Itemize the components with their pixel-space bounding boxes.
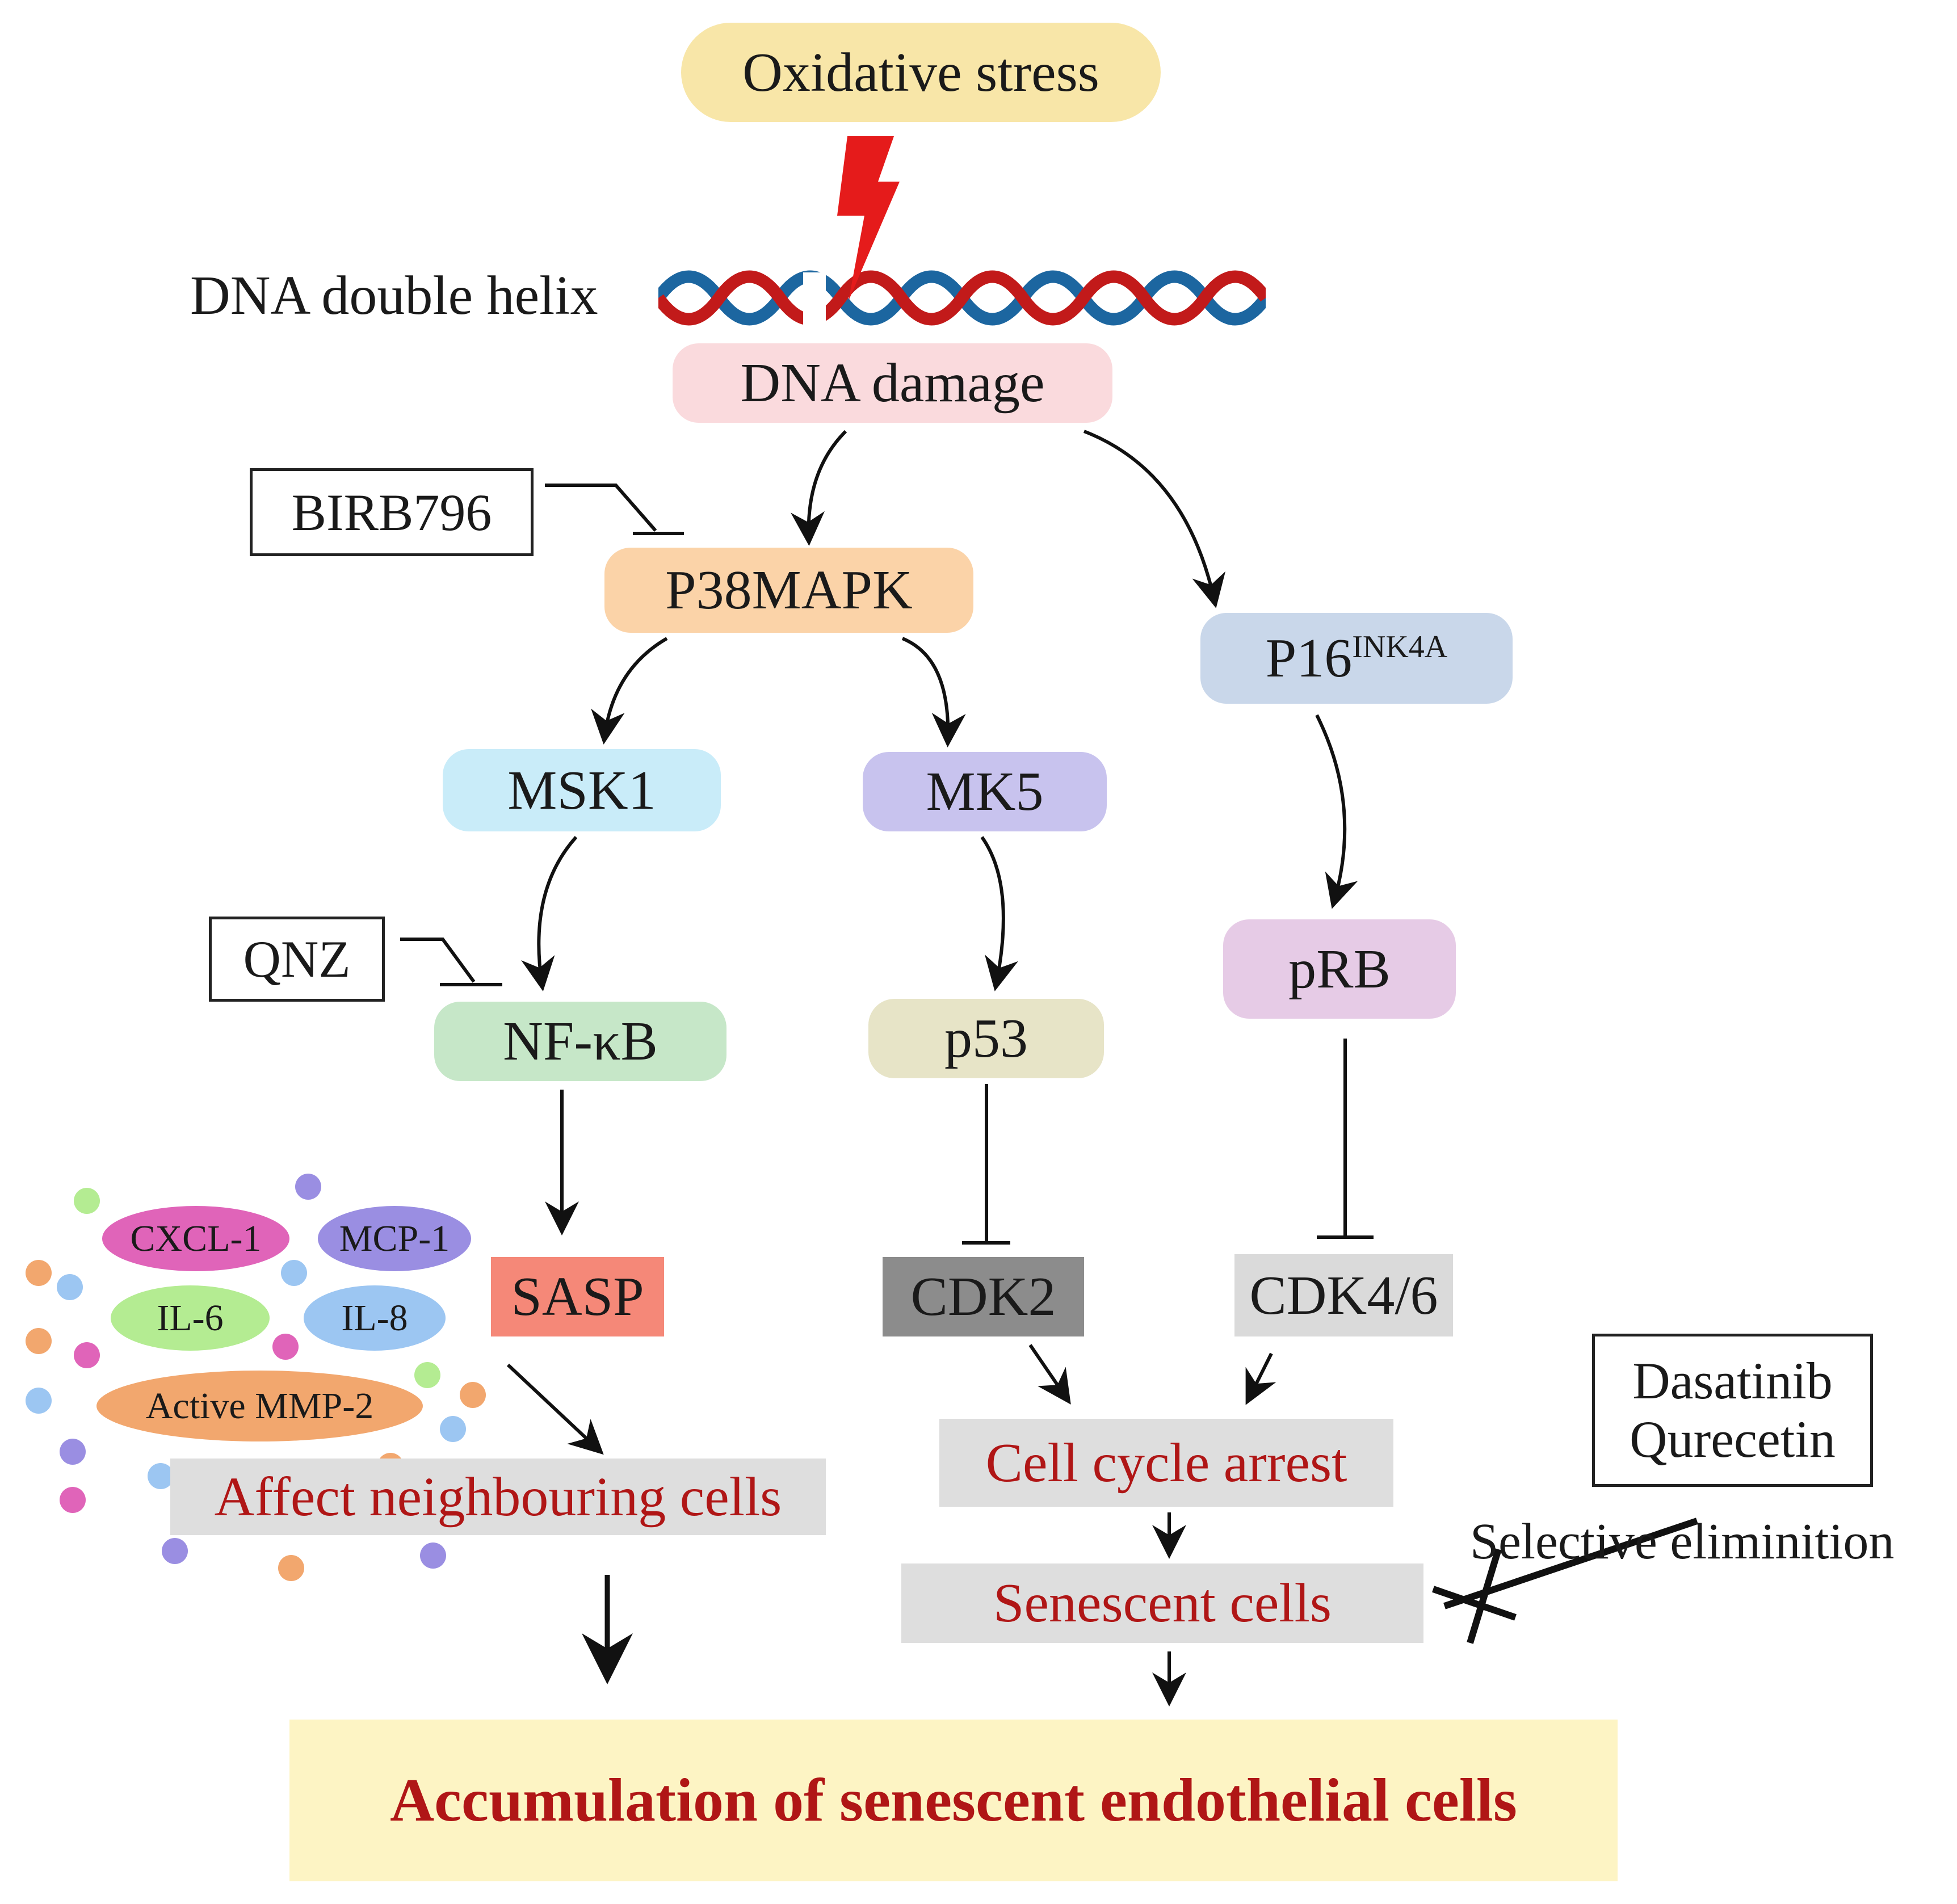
cxcl1-label: CXCL-1 xyxy=(130,1217,262,1259)
mcp1-label: MCP-1 xyxy=(339,1217,450,1259)
nfkb-label: NF-κB xyxy=(503,1011,658,1072)
il6-label: IL-6 xyxy=(157,1297,224,1339)
qnz-inhibitor-box: QNZ xyxy=(209,917,385,1002)
il6-ellipse: IL-6 xyxy=(111,1285,270,1351)
accumulation-node: Accumulation of senescent endothelial ce… xyxy=(289,1720,1618,1881)
cxcl1-ellipse: CXCL-1 xyxy=(102,1206,289,1271)
cell-cycle-arrest-node: Cell cycle arrest xyxy=(939,1419,1393,1507)
inhibit-qnz-to-nfkb xyxy=(400,938,476,983)
secreted-factor-dot xyxy=(148,1463,174,1489)
accumulation-label: Accumulation of senescent endothelial ce… xyxy=(390,1766,1517,1834)
secreted-factor-dot xyxy=(295,1174,321,1200)
secreted-factor-dot xyxy=(272,1334,299,1360)
secreted-factor-dot xyxy=(26,1388,52,1414)
affect-neighbouring-cells-label: Affect neighbouring cells xyxy=(214,1466,782,1528)
il8-ellipse: IL-8 xyxy=(304,1285,446,1351)
sasp-label: SASP xyxy=(511,1266,644,1327)
arrow-msk1-to-nfkb xyxy=(521,836,578,991)
senescent-cells-label: Senescent cells xyxy=(993,1573,1332,1634)
dna-damage-label: DNA damage xyxy=(740,352,1045,414)
secreted-factor-dot xyxy=(420,1542,446,1569)
p16-superscript: INK4A xyxy=(1352,629,1448,665)
oxidative-stress-node: Oxidative stress xyxy=(681,23,1161,122)
secreted-factor-dot xyxy=(60,1487,86,1513)
arrow-cdk46-to-arrest xyxy=(1245,1352,1276,1405)
arrow-p38mapk-to-msk1 xyxy=(591,637,668,745)
p16-label: P16INK4A xyxy=(1266,627,1448,690)
dna-damage-node: DNA damage xyxy=(673,343,1112,423)
cdk46-label: CDK4/6 xyxy=(1249,1264,1438,1326)
qnz-label: QNZ xyxy=(243,930,351,988)
mcp1-ellipse: MCP-1 xyxy=(318,1206,471,1271)
dna-break xyxy=(803,272,826,326)
affect-neighbouring-cells-node: Affect neighbouring cells xyxy=(170,1459,826,1535)
secreted-factor-dot xyxy=(74,1188,100,1214)
secreted-factor-dot xyxy=(281,1260,307,1286)
mmp2-label: Active MMP-2 xyxy=(145,1385,374,1427)
prb-label: pRB xyxy=(1288,938,1391,1000)
secreted-factor-dot xyxy=(26,1260,52,1286)
il8-label: IL-8 xyxy=(341,1297,408,1339)
arrow-p16-to-prb xyxy=(1315,714,1358,909)
oxidative-stress-label: Oxidative stress xyxy=(742,41,1099,103)
lightning-bolt-icon xyxy=(837,136,900,301)
qurecetin-label: Qurecetin xyxy=(1630,1410,1836,1468)
cdk2-label: CDK2 xyxy=(910,1266,1056,1327)
arrow-dna-damage-to-p16 xyxy=(1083,430,1226,608)
dna-helix-icon xyxy=(658,270,1266,326)
selective-elimination-label: Selective eliminition xyxy=(1470,1514,1895,1570)
msk1-label: MSK1 xyxy=(507,759,656,821)
secreted-factor-dot xyxy=(440,1416,466,1442)
prb-node: pRB xyxy=(1223,919,1456,1019)
arrow-p38mapk-to-mk5 xyxy=(901,637,966,747)
mk5-label: MK5 xyxy=(926,761,1044,822)
p16-main-text: P16 xyxy=(1265,628,1353,689)
cell-cycle-arrest-label: Cell cycle arrest xyxy=(985,1432,1347,1494)
secreted-factor-dot xyxy=(57,1274,83,1300)
secreted-factor-dot xyxy=(60,1439,86,1465)
secreted-factor-dot xyxy=(460,1382,486,1408)
p38mapk-label: P38MAPK xyxy=(665,560,913,621)
msk1-node: MSK1 xyxy=(443,749,721,831)
p53-node: p53 xyxy=(868,999,1104,1078)
secreted-factor-dot xyxy=(26,1328,52,1354)
senolytic-drugs-box: Dasatinib Qurecetin xyxy=(1592,1334,1873,1487)
inhibit-birb796-to-p38mapk xyxy=(545,484,657,532)
sasp-node: SASP xyxy=(491,1257,664,1336)
secreted-factor-dot xyxy=(278,1555,304,1581)
arrow-dna-damage-to-p38mapk xyxy=(791,430,847,546)
birb796-label: BIRB796 xyxy=(291,483,492,541)
p53-label: p53 xyxy=(944,1008,1028,1069)
arrow-sasp-to-neighbouring xyxy=(506,1363,604,1455)
mk5-node: MK5 xyxy=(863,752,1107,831)
dasatinib-label: Dasatinib xyxy=(1632,1351,1833,1410)
secreted-factor-dot xyxy=(74,1342,100,1368)
senescent-cells-node: Senescent cells xyxy=(901,1563,1423,1643)
cdk2-node: CDK2 xyxy=(883,1257,1084,1336)
blocked-elimination-symbol xyxy=(1432,1518,1698,1644)
nfkb-node: NF-κB xyxy=(434,1002,726,1081)
arrow-mk5-to-p53 xyxy=(980,836,1018,991)
p16-node: P16INK4A xyxy=(1200,613,1513,704)
dna-helix-label: DNA double helix xyxy=(190,265,598,326)
arrow-cdk2-to-arrest xyxy=(1028,1344,1071,1405)
birb796-inhibitor-box: BIRB796 xyxy=(250,468,534,556)
secreted-factor-dot xyxy=(162,1538,188,1564)
mmp2-ellipse: Active MMP-2 xyxy=(96,1371,423,1441)
p38mapk-node: P38MAPK xyxy=(604,548,973,633)
cdk46-node: CDK4/6 xyxy=(1234,1254,1453,1336)
secreted-factor-dot xyxy=(414,1362,440,1388)
